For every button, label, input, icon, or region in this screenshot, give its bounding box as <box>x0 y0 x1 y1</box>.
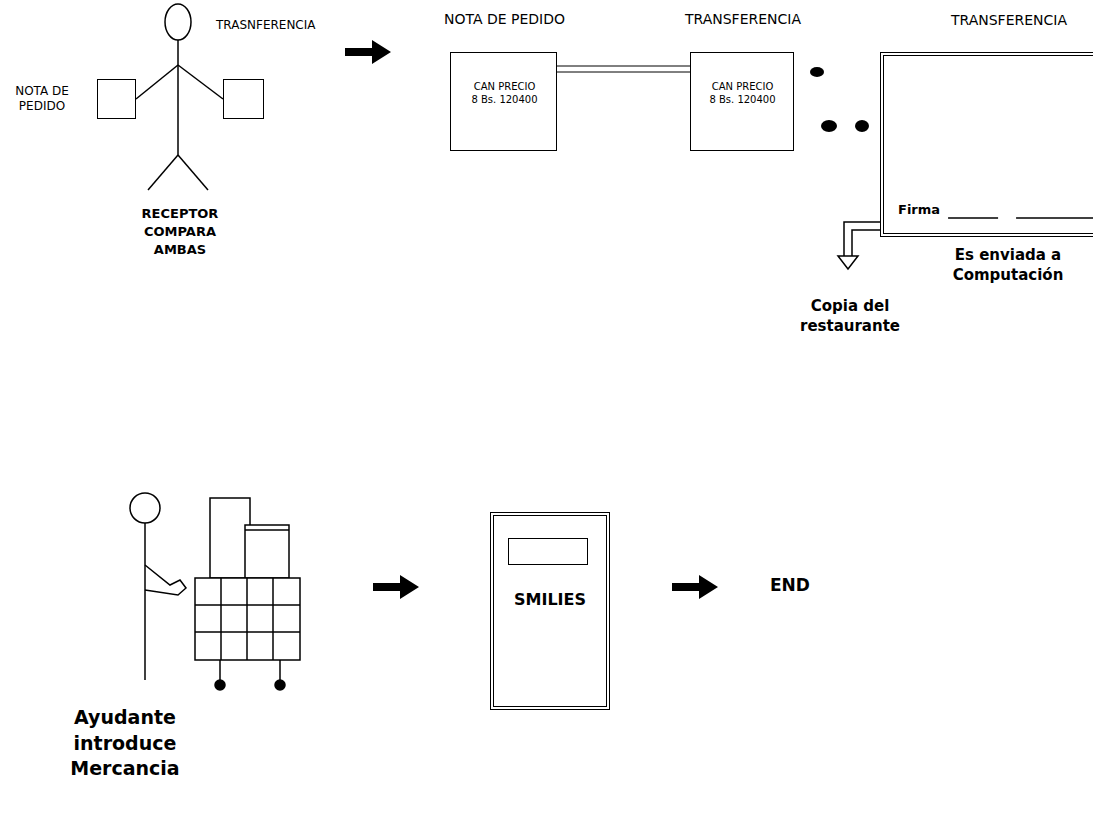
block-arrow <box>373 575 419 599</box>
connector-line <box>557 66 690 67</box>
cart <box>215 680 225 690</box>
dots <box>810 67 824 77</box>
receptor-figure <box>148 155 178 190</box>
dots <box>855 120 869 132</box>
connector-line <box>557 72 690 73</box>
cart <box>195 498 300 690</box>
box-heading: NOTA DE PEDIDO <box>421 11 588 27</box>
receptor-figure <box>136 4 223 190</box>
document-box: TRANSFERENCIACAN PRECIO 8 Bs. 120400 <box>690 52 794 151</box>
small-document-box: TRASNFERENCIA <box>223 79 264 119</box>
box-heading: TRASNFERENCIA <box>216 18 316 32</box>
end-label: END <box>770 575 810 595</box>
cart <box>195 578 300 660</box>
device-box: SMILIES <box>490 512 610 710</box>
document-box: NOTA DE PEDIDOCAN PRECIO 8 Bs. 120400 <box>450 52 557 151</box>
cart <box>272 578 274 660</box>
cart <box>279 660 281 680</box>
note-text: Copia del restaurante <box>765 296 935 337</box>
cart <box>245 525 289 578</box>
cart <box>246 578 248 660</box>
copy-arrow <box>844 222 880 256</box>
helper-figure <box>144 523 146 680</box>
dots <box>821 120 837 132</box>
device-display <box>508 538 588 565</box>
copy-arrow <box>838 222 880 269</box>
box-body: CAN PRECIO 8 Bs. 120400 <box>707 81 778 106</box>
actor-caption: RECEPTOR COMPARA AMBAS <box>120 205 240 260</box>
signature-label: Firma <box>898 202 940 217</box>
actor-caption: Ayudante introduce Mercancia <box>35 705 215 782</box>
device-label: SMILIES <box>494 590 606 609</box>
cart <box>220 578 222 660</box>
box-heading: NOTA DE PEDIDO <box>0 84 88 114</box>
large-document-box: TRANSFERENCIAFirma <box>880 52 1093 237</box>
helper-figure <box>145 565 186 595</box>
signature-line <box>1016 217 1093 219</box>
helper-figure <box>130 493 186 680</box>
small-document-box: NOTA DE PEDIDO <box>97 79 136 119</box>
box-body: CAN PRECIO 8 Bs. 120400 <box>469 81 540 106</box>
block-arrow <box>345 40 391 64</box>
receptor-figure <box>178 155 208 190</box>
cart <box>245 529 289 531</box>
dots <box>810 67 869 132</box>
signature-line <box>948 217 998 219</box>
box-heading: TRANSFERENCIA <box>661 11 825 27</box>
box-heading: TRANSFERENCIA <box>924 12 1093 28</box>
receptor-figure <box>136 65 178 99</box>
receptor-figure <box>177 40 179 155</box>
receptor-figure <box>178 65 223 99</box>
receptor-figure <box>165 4 191 40</box>
cart <box>275 680 285 690</box>
helper-figure <box>130 493 160 523</box>
note-text: Es enviada a Computación <box>925 245 1091 286</box>
double-line-connector <box>557 66 690 72</box>
copy-arrow <box>838 256 858 269</box>
block-arrow <box>672 575 718 599</box>
cart <box>219 660 221 680</box>
cart <box>210 498 250 578</box>
